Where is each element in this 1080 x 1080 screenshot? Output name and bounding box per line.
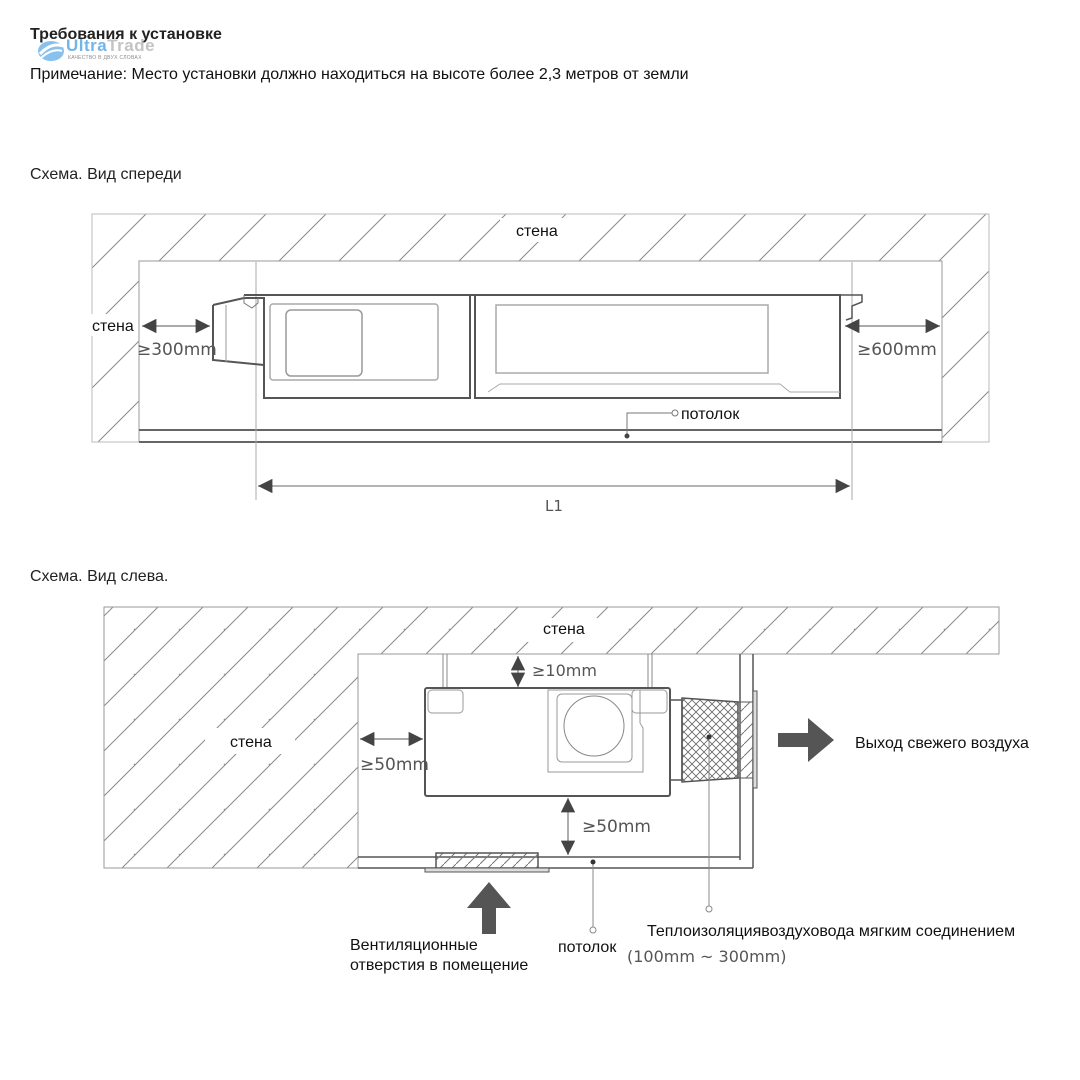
side-view-caption: Схема. Вид слева. xyxy=(30,568,169,585)
logo-brand-trade: Trade xyxy=(107,36,156,55)
vent-grille xyxy=(435,852,539,870)
side-ceiling-label: потолок xyxy=(558,939,617,956)
side-wall-hatch xyxy=(103,606,1000,869)
installation-note: Примечание: Место установки должно наход… xyxy=(30,66,689,83)
insulation-label: Теплоизоляциявоздуховода мягким соединен… xyxy=(647,923,1015,940)
insulation-mesh xyxy=(681,697,739,783)
logo-tagline: КАЧЕСТВО В ДВУХ СЛОВАХ xyxy=(68,55,142,61)
side-wall-left-label: стена xyxy=(230,734,272,751)
logo-swirl-icon xyxy=(38,41,64,61)
side-top-clearance-label: ≥10mm xyxy=(532,661,597,680)
side-bottom-clearance-label: ≥50mm xyxy=(582,817,651,837)
air-outlet-label: Выход свежего воздуха xyxy=(855,735,1029,752)
front-view-diagram: стена стена ≥300mm ≥600mm потолок L1 xyxy=(90,213,990,515)
vents-label-line2: отверстия в помещение xyxy=(350,957,528,974)
side-left-clearance-label: ≥50mm xyxy=(360,755,429,775)
front-unit xyxy=(212,294,863,399)
air-outlet-arrow-icon xyxy=(778,718,834,762)
side-wall-top-label: стена xyxy=(543,621,585,638)
side-unit xyxy=(424,687,758,797)
vents-label-line1: Вентиляционные xyxy=(350,937,478,954)
front-ceiling-label: потолок xyxy=(681,406,740,423)
side-view-diagram: стена стена ≥10mm ≥50mm ≥50mm Выход свеж… xyxy=(103,606,1029,974)
front-left-clearance-label: ≥300mm xyxy=(137,340,217,360)
length-label: L1 xyxy=(545,497,563,515)
insulation-range-label: (100mm ~ 300mm) xyxy=(627,947,786,966)
ultratrade-logo: UltraTrade КАЧЕСТВО В ДВУХ СЛОВАХ xyxy=(36,34,196,68)
logo-brand: UltraTrade xyxy=(66,36,155,56)
logo-brand-ultra: Ultra xyxy=(66,36,108,55)
page-title: Требования к установке xyxy=(30,26,222,43)
front-wall-hatch xyxy=(91,213,990,443)
front-wall-top-label: стена xyxy=(516,223,558,240)
front-wall-left-label: стена xyxy=(92,318,134,335)
front-right-clearance-label: ≥600mm xyxy=(857,340,937,360)
front-view-caption: Схема. Вид спереди xyxy=(30,166,182,183)
room-vent-arrow-icon xyxy=(467,882,511,934)
